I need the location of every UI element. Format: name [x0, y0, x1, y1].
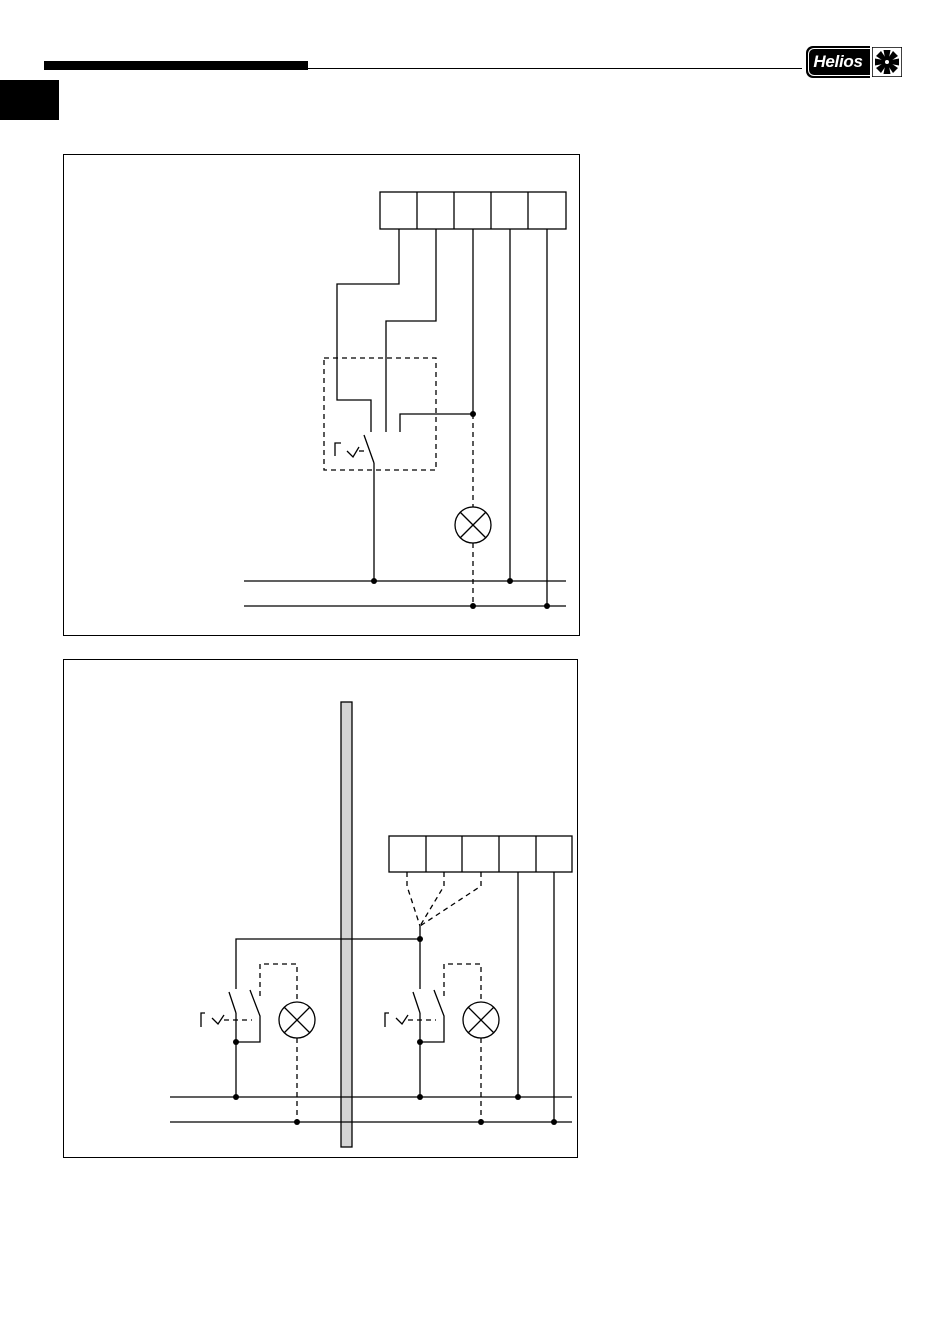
top-wiring-diagram	[63, 154, 580, 636]
helios-logo: Helios	[806, 46, 902, 78]
lamp-right	[463, 1002, 499, 1122]
terminal-block	[389, 836, 572, 872]
terminal-feeds	[518, 872, 554, 1122]
logo-text: Helios	[806, 46, 870, 78]
terminal-block	[380, 192, 566, 229]
junction-dots	[371, 411, 550, 609]
control-wires	[236, 872, 481, 989]
bottom-diagram-svg	[64, 660, 577, 1157]
control-wires	[337, 229, 473, 432]
helios-fan-icon	[872, 47, 902, 77]
language-tab	[0, 80, 59, 120]
header-rule	[308, 68, 802, 69]
top-diagram-svg	[64, 155, 579, 635]
header-bar	[44, 61, 308, 70]
lamp-left	[279, 1002, 315, 1122]
lamp	[455, 414, 491, 606]
bottom-wiring-diagram	[63, 659, 578, 1158]
wall	[341, 702, 352, 1147]
terminal-feeds	[510, 229, 547, 606]
page-header: Helios	[0, 0, 950, 130]
switch	[324, 358, 436, 581]
